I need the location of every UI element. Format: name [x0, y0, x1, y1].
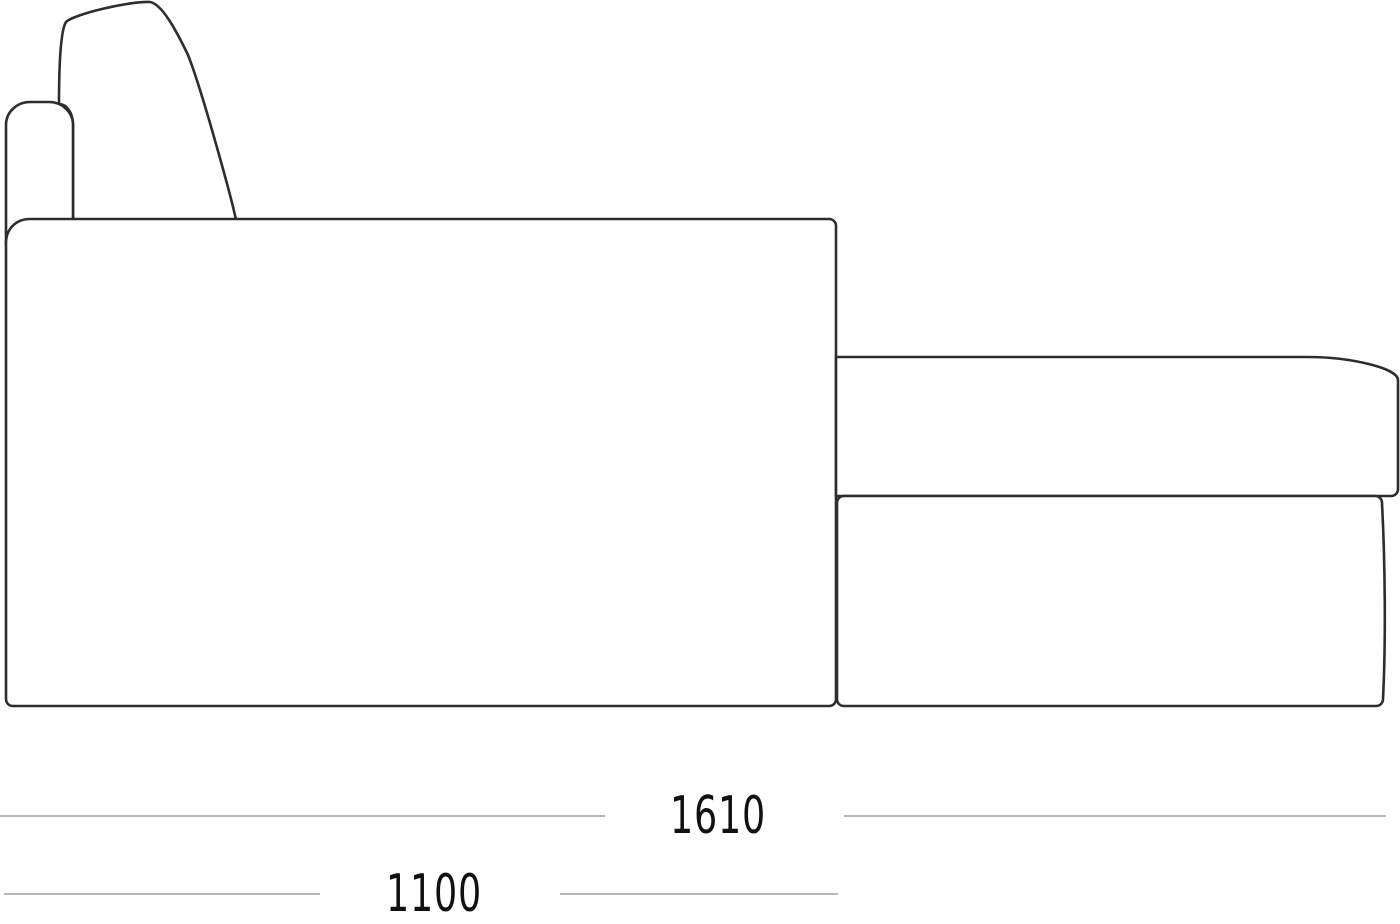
armrest — [4, 100, 75, 247]
back-cushion — [57, 0, 238, 222]
overall-width-label: 1610 — [670, 786, 766, 846]
chaise-cushion — [834, 355, 1400, 498]
chaise-base — [835, 494, 1387, 708]
sofa-main-body — [4, 217, 838, 708]
body-width-label: 1100 — [386, 864, 482, 924]
